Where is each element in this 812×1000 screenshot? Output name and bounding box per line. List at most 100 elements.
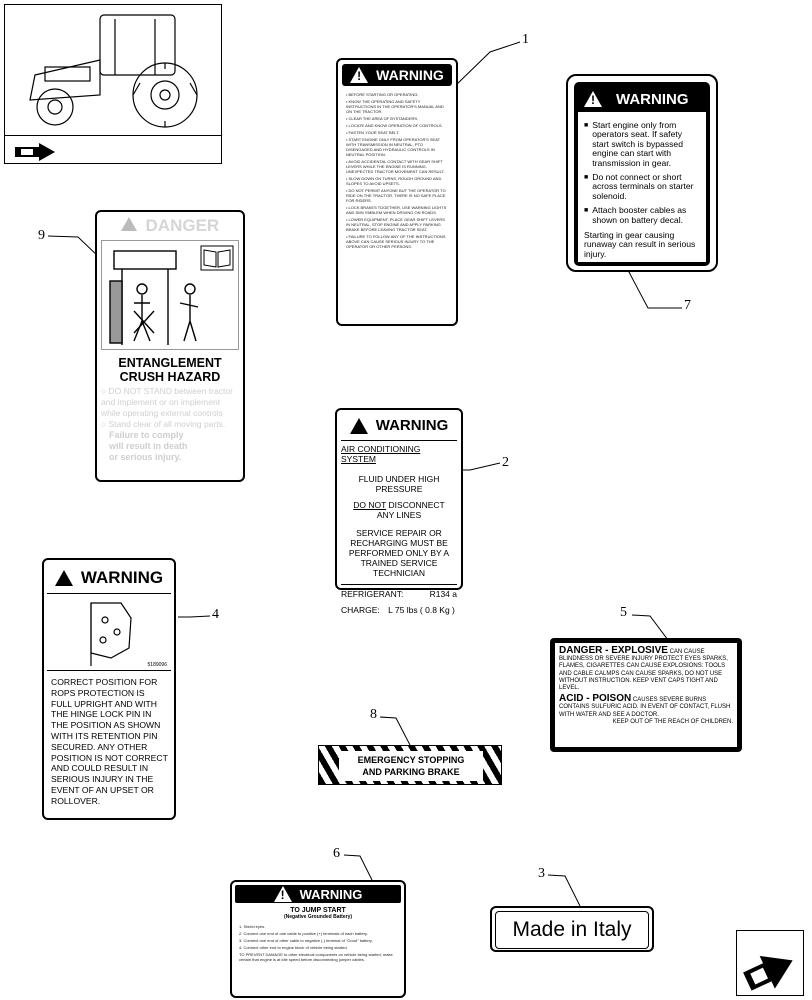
decal-2-pressure: FLUID UNDER HIGH PRESSURE (358, 474, 440, 494)
decal-9-b1-text: DO NOT STAND between tractor and impleme… (101, 386, 233, 418)
decal-7-bullet: ■Do not connect or short across terminal… (584, 172, 700, 201)
callout-3: 3 (538, 866, 545, 881)
bullet-square-icon: ■ (584, 207, 589, 215)
bullet-circle-icon: ○ (101, 386, 109, 396)
decal-7-bullet: ■Attach booster cables as shown on batte… (584, 206, 700, 225)
decal-1-line: • LOCATE AND KNOW OPERATION OF CONTROLS. (346, 123, 443, 128)
decal-6-steps: 1. Shield eyes.2. Connect one end of one… (235, 924, 401, 962)
decal-2-rule-2 (341, 584, 457, 585)
decal-2-service-line: PERFORMED ONLY BY A (348, 548, 450, 558)
decal-3-inner: Made in Italy (495, 911, 649, 949)
callout-8: 8 (370, 707, 377, 722)
decal-2-rule (341, 440, 457, 441)
decal-5-battery-danger: DANGER - EXPLOSIVE CAN CAUSE BLINDNESS O… (550, 638, 742, 752)
decal-2-refrigerant-row: REFRIGERANT: R134 a (341, 589, 457, 599)
decal-4-line: THE POSITION AS SHOWN (51, 720, 161, 731)
decal-5-t3: KEEP OUT OF THE REACH OF CHILDREN. (612, 718, 733, 725)
decal-2-charge-value: L 75 lbs ( 0.8 Kg ) (388, 605, 455, 615)
decal-7-banner: WARNING (578, 86, 706, 112)
decal-2-disconnect-word: DISCONNECT (386, 500, 445, 510)
bullet-circle-icon: ○ (101, 419, 109, 429)
decal-7-bullet-text: Start engine only from operators seat. I… (592, 120, 683, 168)
callout-2: 2 (502, 455, 509, 470)
tractor-thumbnail-icon (29, 14, 198, 128)
nav-arrow-icon (743, 955, 793, 991)
decal-7-bullet-text: Do not connect or short across terminals… (592, 172, 694, 201)
decal-5-body: DANGER - EXPLOSIVE CAN CAUSE BLINDNESS O… (555, 643, 737, 747)
decal-9-f1: Failure to comply (109, 430, 184, 440)
decal-2-refrigerant-value: R134 a (429, 589, 457, 599)
decal-6-line: 3. Connect one end of other cable to neg… (239, 938, 373, 943)
decal-5-acid: ACID - POISON CAUSES SEVERE BURNS CONTAI… (559, 693, 733, 719)
decal-2-refrigerant-label: REFRIGERANT: (341, 589, 404, 599)
callout-1: 1 (522, 32, 529, 47)
decal-9-b2: ○ Stand clear of all moving parts. (101, 419, 239, 430)
decal-6-title: WARNING (299, 886, 363, 902)
decal-4-image-code: 5189096 (147, 662, 167, 668)
decal-2-charge-row: CHARGE: L 75 lbs ( 0.8 Kg ) (341, 605, 457, 615)
decal-4-line: POSITION IS NOT CORRECT (51, 752, 168, 763)
decal-1-line: • AVOID ACCIDENTAL CONTACT WITH GEAR SHI… (346, 159, 445, 174)
decal-7-inner: WARNING ■Start engine only from operator… (574, 82, 710, 266)
decal-1-warning-operating: WARNING • BEFORE STARTING OR OPERATING:•… (336, 58, 458, 326)
decal-2-system: AIR CONDITIONING SYSTEM (341, 444, 421, 464)
decal-5-h2: ACID - POISON (559, 693, 632, 705)
decal-4-line: ROLLOVER. (51, 795, 101, 806)
decal-1-line: • LOCK BRAKES TOGETHER, USE WARNING LIGH… (346, 205, 447, 215)
decal-9-danger: DANGER ENTANGLEMENT CRUSH HAZARD ○ DO NO… (95, 210, 245, 482)
decal-6-jump-start: WARNING TO JUMP START (Negative Grounded… (230, 880, 406, 998)
decal-6-banner: WARNING (235, 885, 401, 903)
decal-1-line: • KNOW THE OPERATING AND SAFETY INSTRUCT… (346, 99, 444, 114)
callout-4: 4 (212, 607, 219, 622)
warning-triangle-icon (273, 886, 292, 902)
decal-9-b1: ○ DO NOT STAND between tractor and imple… (101, 386, 239, 419)
callout-6: 6 (333, 846, 340, 861)
decal-9-title: DANGER (145, 216, 220, 235)
warning-triangle-icon (350, 67, 369, 83)
callout-7: 7 (684, 298, 691, 313)
decal-7-footer: Starting in gear causing runaway can res… (584, 230, 696, 259)
thumbnail-arrow-icon (15, 143, 55, 161)
rops-hinge-icon (90, 602, 132, 666)
decal-5-t1: CAN CAUSE BLINDNESS OR SEVERE INJURY PRO… (559, 649, 728, 692)
decal-1-line: • FAILURE TO FOLLOW ANY OF THE INSTRUCTI… (346, 234, 446, 249)
warning-triangle-icon (54, 570, 73, 586)
decal-7-bullet-text: Attach booster cables as shown on batter… (592, 205, 687, 225)
decal-4-line: FULL UPRIGHT AND WITH (51, 698, 157, 709)
decal-5-h1: DANGER - EXPLOSIVE (559, 645, 668, 656)
decal-4-line: EVENT OF AN UPSET OR (51, 784, 154, 795)
decal-2-charge-label: CHARGE: (341, 605, 380, 615)
decal-2-service-line: TRAINED SERVICE (360, 558, 438, 568)
decal-8-line2: AND PARKING BRAKE (362, 767, 460, 777)
decal-4-line: THE HINGE LOCK PIN IN (51, 709, 152, 720)
decal-4-rops-warning: WARNING 5189096 CORRECT POSITION FORROPS… (42, 558, 176, 820)
decal-6-line: 4. Connect other end to engine block of … (239, 945, 348, 950)
decal-2-lines: ANY LINES (376, 510, 422, 520)
decal-1-line: • CLEAR THE AREA OF BYSTANDERS. (346, 116, 419, 121)
decal-9-pictogram (101, 240, 239, 350)
next-page-button[interactable] (736, 930, 804, 996)
decal-9-f2: will result in death (109, 441, 188, 451)
decal-8-line1: EMERGENCY STOPPING (357, 755, 465, 765)
decal-1-line: • FASTEN YOUR SEAT BELT. (346, 130, 400, 135)
callout-5: 5 (620, 605, 627, 620)
decal-4-line: CORRECT POSITION FOR (51, 677, 158, 687)
decal-4-line: SERIOUS INJURY IN THE (51, 774, 154, 785)
decal-6-line: TO PREVENT DAMAGE to other electrical co… (239, 952, 393, 962)
bullet-square-icon: ■ (584, 122, 589, 129)
decal-9-header: DANGER (101, 216, 239, 238)
decal-1-banner: WARNING (342, 64, 452, 86)
thumbnail-divider (5, 135, 221, 136)
decal-7-start-warning: WARNING ■Start engine only from operator… (566, 74, 718, 272)
decal-7-title: WARNING (616, 90, 689, 108)
decal-2-banner: WARNING (341, 414, 457, 438)
decal-2-service-line: RECHARGING MUST BE (350, 538, 448, 548)
decal-7-bullet: ■Start engine only from operators seat. … (584, 120, 700, 168)
decal-2-service-line: TECHNICIAN (373, 568, 425, 578)
decal-9-h2: CRUSH HAZARD (119, 370, 221, 384)
decal-2-ac-warning: WARNING AIR CONDITIONING SYSTEM FLUID UN… (335, 408, 463, 615)
decal-2-title: WARNING (375, 417, 449, 434)
decal-6-line: 2. Connect one end of one cable to posit… (239, 931, 368, 936)
entanglement-pictogram-icon (109, 250, 199, 345)
